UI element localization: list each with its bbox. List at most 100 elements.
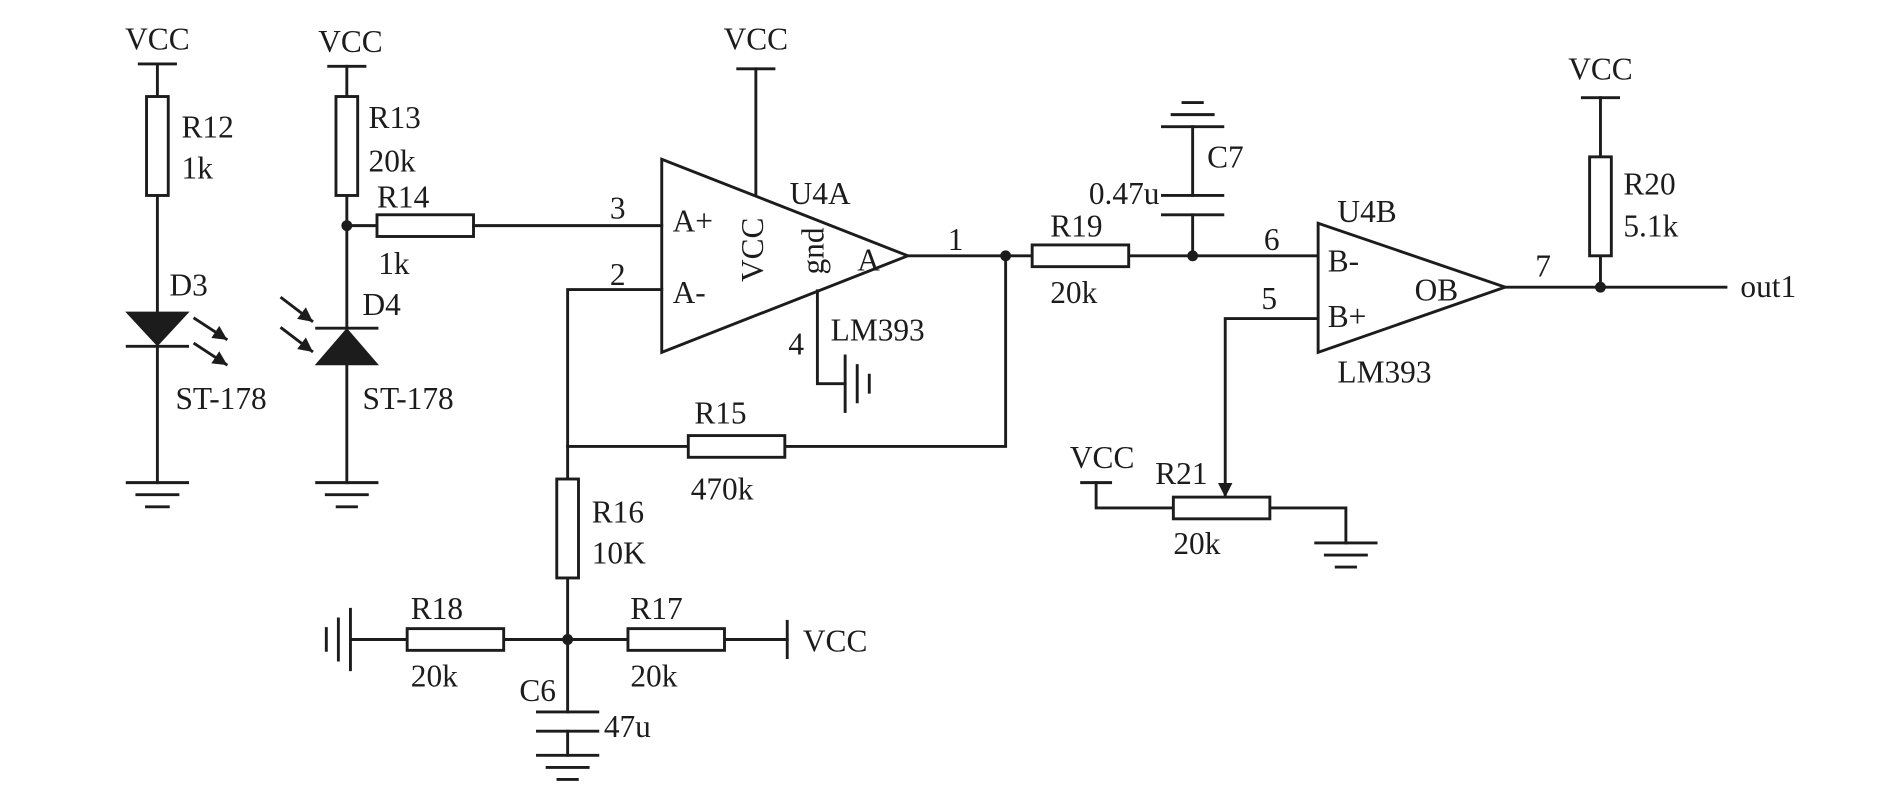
r20-ref-label: R20	[1623, 166, 1675, 201]
comparator-u4a: VCC A+ A- VCC gnd A U4A LM393 3 2 1 4	[610, 21, 964, 413]
u4a-pin-1-label: 1	[948, 222, 964, 257]
feedback-and-reference-network: R15 470k R16 10K R18 20k R17 20k VCC C6 …	[324, 396, 867, 781]
vcc-label: VCC	[318, 24, 382, 59]
r17-value-label: 20k	[630, 659, 677, 694]
ground-symbol	[1314, 541, 1378, 569]
r19-value-label: 20k	[1050, 275, 1097, 310]
resistor-r17	[626, 627, 726, 652]
r19-ref-label: R19	[1050, 208, 1102, 243]
d3-emission-arrow	[192, 316, 229, 342]
u4b-pin-6-label: 6	[1264, 222, 1280, 257]
u4a-pin-3-label: 3	[610, 190, 626, 225]
ground-symbol	[324, 607, 352, 672]
u4a-vcc-pin-label: VCC	[735, 218, 770, 282]
ground-symbol	[843, 354, 871, 413]
output-net-label: out1	[1740, 269, 1796, 304]
resistor-r14	[375, 213, 475, 238]
c7-ref-label: C7	[1207, 140, 1244, 175]
u4a-inverting-input-wire	[566, 288, 664, 481]
u4a-pin-2-label: 2	[610, 257, 626, 292]
u4a-output-label: A	[857, 242, 880, 277]
resistor-r13	[334, 95, 360, 197]
filter-network: R19 20k C7 0.47u	[1030, 101, 1244, 310]
u4a-part-label: LM393	[831, 312, 925, 347]
u4b-output-label: OB	[1415, 272, 1459, 307]
junction-dot	[341, 220, 353, 232]
r12-ref-label: R12	[182, 110, 234, 145]
capacitor-c6-plates	[536, 710, 600, 733]
r21-wiper-arrow	[1217, 317, 1320, 498]
u4b-part-label: LM393	[1337, 354, 1431, 389]
r14-ref-label: R14	[377, 180, 430, 215]
vcc-label: VCC	[1568, 52, 1632, 87]
d4-part-label: ST-178	[363, 381, 454, 416]
comparator-u4b: B- B+ OB U4B LM393 6 5 7	[1261, 194, 1551, 389]
r13-ref-label: R13	[369, 100, 421, 135]
u4a-comparator-triangle	[660, 157, 912, 355]
d3-emitter-branch: VCC R12 1k D3 ST-178	[125, 21, 267, 509]
potentiometer-r21	[1171, 495, 1272, 521]
u4b-pin-7-label: 7	[1535, 248, 1551, 283]
feedback-wire	[566, 254, 1008, 448]
d4-ref-label: D4	[363, 287, 402, 322]
r16-value-label: 10K	[592, 535, 646, 570]
u4b-pin-5-label: 5	[1261, 281, 1277, 316]
resistor-r20	[1588, 155, 1613, 258]
u4b-ref-label: U4B	[1337, 194, 1396, 229]
resistor-r12	[145, 95, 170, 197]
r18-ref-label: R18	[411, 591, 463, 626]
r21-ref-label: R21	[1155, 456, 1207, 491]
u4b-inverting-input-label: B-	[1328, 243, 1359, 278]
resistor-r19	[1030, 243, 1131, 269]
r20-value-label: 5.1k	[1623, 208, 1678, 243]
r13-value-label: 20k	[369, 143, 416, 178]
r14-value-label: 1k	[378, 246, 410, 281]
u4a-pin-4-label: 4	[788, 327, 804, 362]
u4a-ref-label: U4A	[790, 176, 851, 211]
resistor-r15	[686, 434, 787, 459]
ground-symbol	[125, 481, 190, 509]
vcc-label: VCC	[724, 21, 788, 56]
d3-emission-arrow	[192, 341, 229, 367]
vcc-label: VCC	[803, 624, 867, 659]
d4-branch-wire	[345, 64, 379, 485]
resistor-r16	[555, 477, 580, 580]
d4-incident-light-arrow	[279, 326, 314, 354]
junction-dot	[562, 634, 574, 645]
u4a-inverting-input-label: A-	[673, 275, 706, 310]
u4a-gnd-pin-wire	[815, 289, 847, 386]
u4b-noninverting-input-label: B+	[1328, 299, 1367, 334]
u4b-comparator-triangle	[1316, 221, 1510, 355]
r16-ref-label: R16	[592, 494, 644, 529]
vcc-label: VCC	[125, 21, 189, 56]
ground-symbol	[315, 481, 379, 509]
threshold-potentiometer: R21 20k VCC	[1070, 440, 1378, 569]
d4-diode-triangle	[314, 328, 379, 366]
r15-ref-label: R15	[694, 396, 746, 431]
d3-part-label: ST-178	[175, 381, 266, 416]
capacitor-c7-plates	[1161, 194, 1225, 217]
u4a-gnd-pin-label: gnd	[795, 227, 830, 274]
vcc-label: VCC	[1070, 440, 1134, 475]
ground-symbol	[536, 753, 600, 781]
u4a-noninverting-input-label: A+	[673, 204, 713, 239]
r21-value-label: 20k	[1173, 526, 1220, 561]
d3-diode-triangle	[125, 311, 190, 347]
resistor-r18	[405, 627, 506, 652]
junction-dot	[1000, 250, 1012, 262]
c6-ref-label: C6	[519, 673, 556, 708]
ground-symbol	[1161, 101, 1225, 129]
r12-value-label: 1k	[182, 151, 214, 186]
c6-value-label: 47u	[604, 709, 651, 744]
d4-incident-light-arrow	[279, 295, 314, 323]
r17-ref-label: R17	[630, 591, 682, 626]
d3-ref-label: D3	[169, 268, 207, 303]
output-pullup: VCC R20 5.1k out1	[1568, 52, 1796, 304]
wiring	[348, 96, 1728, 757]
r21-end-wires	[1094, 481, 1348, 545]
r18-value-label: 20k	[411, 659, 458, 694]
r15-value-label: 470k	[691, 472, 754, 507]
c7-value-label: 0.47u	[1089, 176, 1160, 211]
